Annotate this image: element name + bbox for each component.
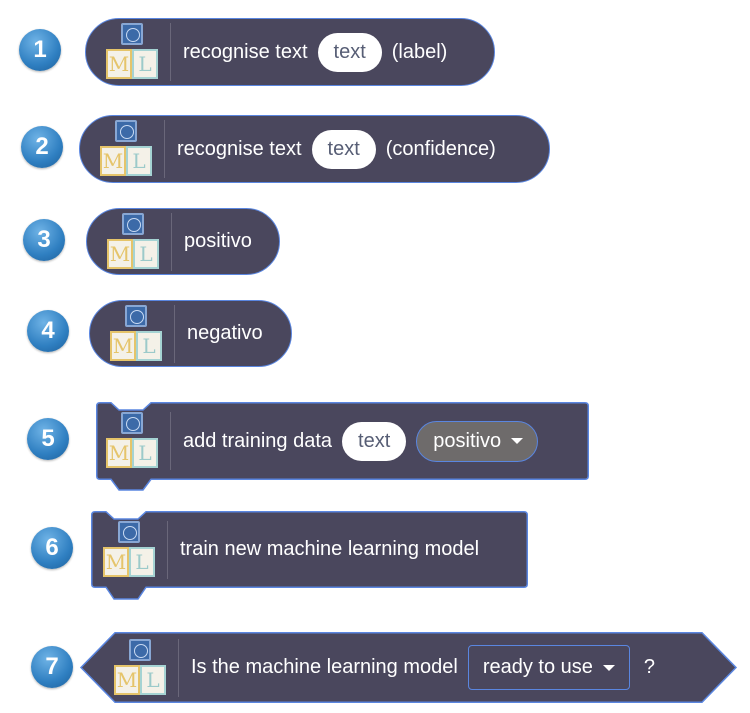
step-badge-1: 1 bbox=[19, 29, 61, 71]
block-label: positivo bbox=[184, 230, 252, 252]
separator bbox=[171, 212, 172, 271]
block-suffix: (label) bbox=[391, 40, 448, 63]
separator bbox=[178, 638, 179, 697]
block-label: recognise text bbox=[177, 137, 302, 160]
step-badge-6: 6 bbox=[31, 527, 73, 569]
label-dropdown[interactable]: positivo bbox=[416, 420, 539, 462]
block-label: negativo bbox=[187, 322, 263, 344]
block-label: train new machine learning model bbox=[180, 538, 480, 560]
separator bbox=[170, 23, 171, 81]
block-label: add training data bbox=[183, 429, 333, 452]
text-input[interactable]: text bbox=[342, 421, 407, 461]
dropdown-arrow-icon bbox=[602, 664, 615, 671]
block-label: Is the machine learning model bbox=[191, 656, 458, 678]
dropdown-arrow-icon bbox=[511, 438, 524, 444]
separator bbox=[167, 520, 168, 579]
model-status-dropdown[interactable]: ready to use bbox=[467, 645, 630, 690]
block-suffix: ? bbox=[643, 656, 656, 678]
dropdown-value: positivo bbox=[433, 429, 502, 452]
step-badge-2: 2 bbox=[21, 126, 63, 168]
step-badge-4: 4 bbox=[27, 310, 69, 352]
step-badge-3: 3 bbox=[23, 219, 65, 261]
stack-block-shape bbox=[91, 511, 528, 600]
text-input[interactable]: text bbox=[311, 129, 376, 169]
step-badge-7: 7 bbox=[31, 646, 73, 688]
separator bbox=[164, 120, 165, 178]
text-input[interactable]: text bbox=[317, 32, 382, 72]
block-label: recognise text bbox=[183, 40, 308, 63]
block-suffix: (confidence) bbox=[385, 137, 496, 160]
separator bbox=[170, 412, 171, 470]
separator bbox=[174, 304, 175, 363]
step-badge-5: 5 bbox=[27, 418, 69, 460]
dropdown-value: ready to use bbox=[482, 656, 593, 678]
